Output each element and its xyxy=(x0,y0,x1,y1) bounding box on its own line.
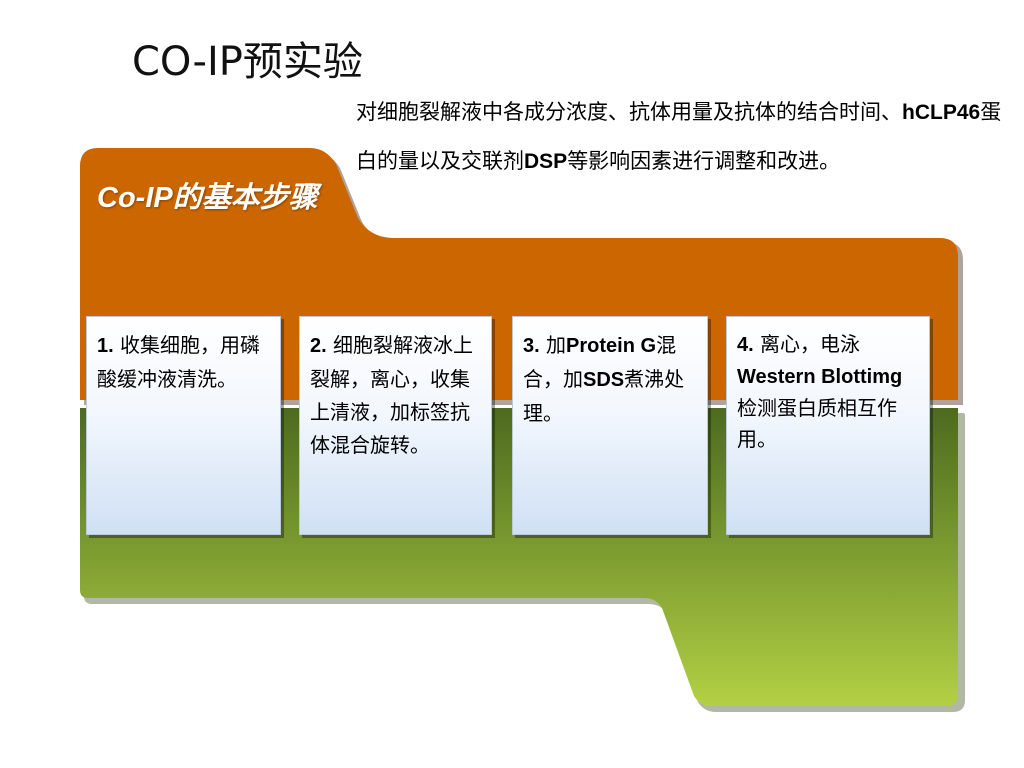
step-reagent-3: SDS xyxy=(583,369,625,391)
step-text-3b: 混合，加 xyxy=(523,333,677,391)
description-part-3: 等影响因素进行调整和改进。 xyxy=(567,149,841,173)
step-text-2: 细胞裂解液冰上裂解，离心，收集上清液，加标签抗体混合旋转。 xyxy=(310,333,474,457)
step-card-2: 2. 细胞裂解液冰上裂解，离心，收集上清液，加标签抗体混合旋转。 xyxy=(299,316,492,535)
step-number-4: 4. xyxy=(737,334,754,356)
description-crosslinker: DSP xyxy=(524,150,568,173)
step-card-1: 1. 收集细胞，用磷酸缓冲液清洗。 xyxy=(86,316,281,535)
step-number-3: 3. xyxy=(523,335,540,357)
step-number-1: 1. xyxy=(97,335,114,357)
step-protein-3: Protein G xyxy=(566,335,657,357)
description-text: 对细胞裂解液中各成分浓度、抗体用量及抗体的结合时间、hCLP46蛋白的量以及交联… xyxy=(356,88,1016,186)
step-number-2: 2. xyxy=(310,335,327,357)
slide-title: CO-IP预实验 xyxy=(132,39,363,85)
step-text-4a: 离心，电泳 xyxy=(760,332,861,356)
step-text-3c: 煮沸处理。 xyxy=(523,367,685,425)
step-text-1: 收集细胞，用磷酸缓冲液清洗。 xyxy=(97,333,261,391)
step-card-3: 3. 加Protein G混合，加SDS煮沸处理。 xyxy=(512,316,708,535)
step-card-4: 4. 离心，电泳 Western Blottimg 检测蛋白质相互作用。 xyxy=(726,316,930,535)
step-method-4: Western Blottimg xyxy=(737,366,903,388)
description-part-1: 对细胞裂解液中各成分浓度、抗体用量及抗体的结合时间、 xyxy=(356,100,902,124)
section-label: Co-IP的基本步骤 xyxy=(97,182,318,214)
description-protein: hCLP46 xyxy=(902,101,981,124)
step-text-3a: 加 xyxy=(546,333,567,357)
step-text-4b: 检测蛋白质相互作用。 xyxy=(737,396,897,451)
description-part-2: 蛋白的量以及交联剂 xyxy=(356,100,1002,173)
